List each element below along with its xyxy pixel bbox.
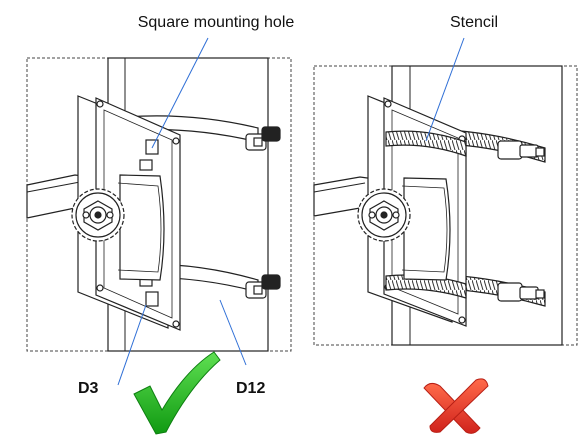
dimension-label-d12: D12 <box>236 380 265 397</box>
panel-incorrect-install <box>314 66 577 345</box>
check-icon <box>134 352 220 434</box>
callout-square-mounting-hole: Square mounting hole <box>138 14 295 31</box>
callout-stencil: Stencil <box>450 14 498 31</box>
center-bracket-left <box>120 175 164 280</box>
center-bracket-right <box>404 178 450 280</box>
panel-correct-install <box>27 58 291 351</box>
square-mounting-hole-lower <box>146 292 158 306</box>
dimension-label-d3: D3 <box>78 380 99 397</box>
cross-icon <box>424 379 488 433</box>
